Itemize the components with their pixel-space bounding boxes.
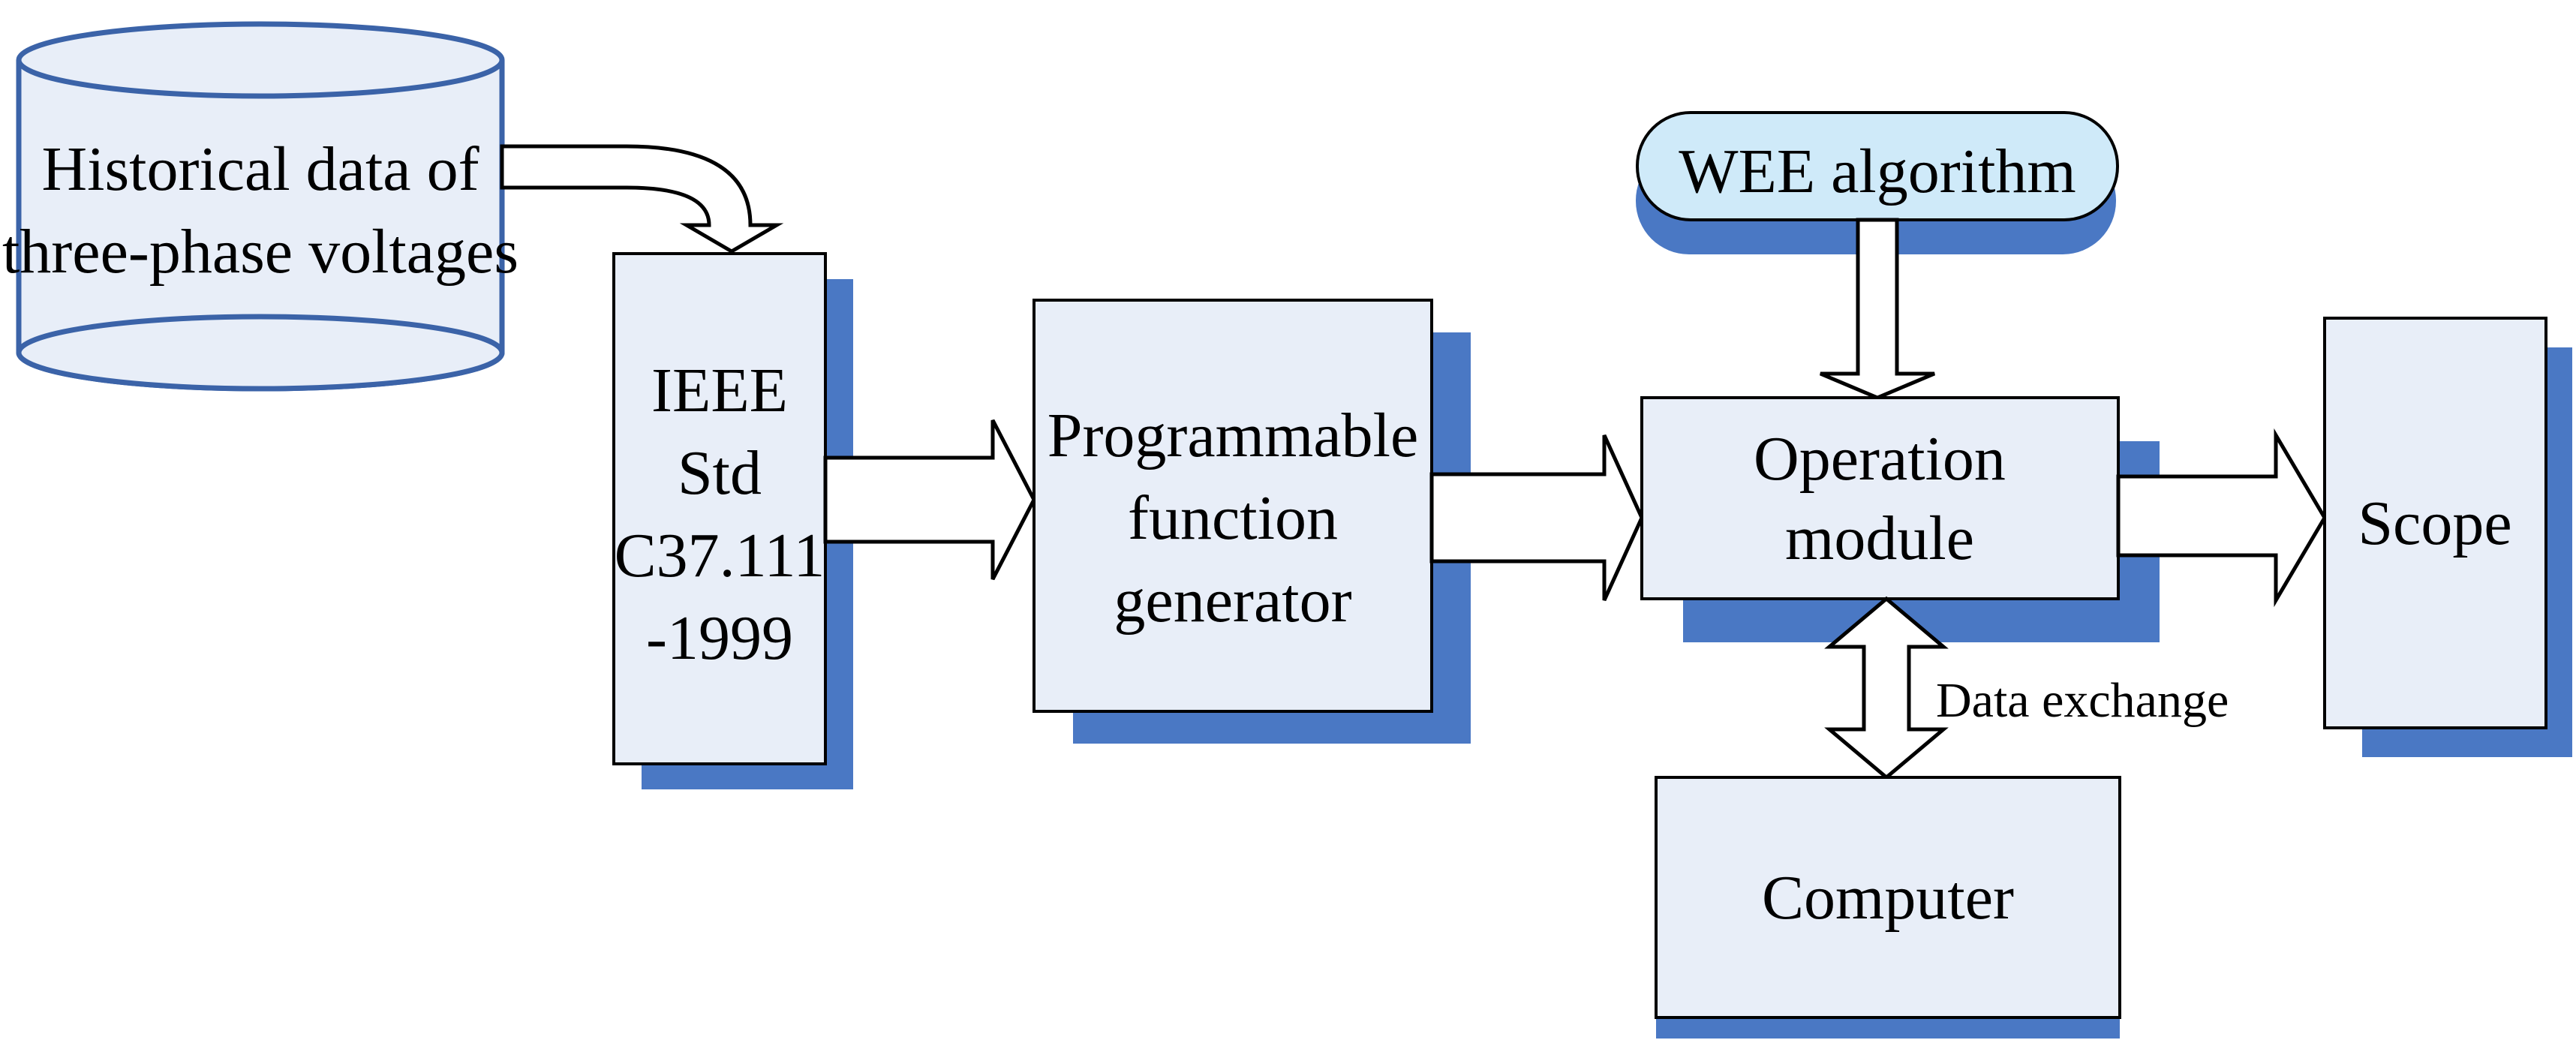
label-line: generator bbox=[1114, 566, 1351, 636]
arrow-operation-to-scope bbox=[2116, 428, 2327, 608]
function-generator-block: Programmable function generator bbox=[1033, 299, 1471, 744]
arrow-generator-to-operation bbox=[1429, 434, 1644, 602]
function-generator-label: Programmable function generator bbox=[1048, 401, 1419, 636]
label-line: Scope bbox=[2358, 488, 2511, 558]
computer-block: Computer bbox=[1655, 776, 2121, 1038]
label-line: three-phase voltages bbox=[2, 217, 519, 287]
wee-algorithm-label: WEE algorithm bbox=[1679, 137, 2076, 206]
label-line: WEE algorithm bbox=[1679, 137, 2076, 206]
label-line: Std bbox=[678, 438, 762, 508]
label-line: Computer bbox=[1762, 863, 2014, 933]
historical-data-cylinder: Historical data of three-phase voltages bbox=[2, 21, 519, 392]
wee-algorithm-block: WEE algorithm bbox=[1636, 111, 2119, 254]
label-line: Programmable bbox=[1048, 401, 1419, 470]
operation-module-label: Operation module bbox=[1754, 424, 2006, 573]
arrow-cylinder-to-ieee bbox=[500, 144, 784, 254]
arrow-wee-to-operation bbox=[1820, 218, 1935, 400]
label-line: function bbox=[1128, 483, 1338, 553]
cylinder-bottom-rim bbox=[16, 314, 505, 392]
computer-label: Computer bbox=[1762, 863, 2014, 933]
label-line: -1999 bbox=[646, 603, 793, 673]
arrow-ieee-to-generator bbox=[823, 419, 1036, 581]
label-line: Operation bbox=[1754, 424, 2006, 494]
label-line: module bbox=[1785, 503, 1974, 573]
ieee-std-box bbox=[612, 252, 827, 765]
data-exchange-label: Data exchange bbox=[1936, 673, 2229, 728]
scope-label: Scope bbox=[2358, 488, 2511, 558]
label-line: IEEE bbox=[651, 356, 788, 425]
cylinder-top bbox=[16, 21, 505, 99]
scope-box bbox=[2323, 317, 2547, 729]
operation-module-box bbox=[1640, 396, 2120, 600]
historical-data-label: Historical data of three-phase voltages bbox=[2, 134, 519, 287]
scope-block: Scope bbox=[2323, 317, 2572, 757]
operation-module-block: Operation module bbox=[1640, 396, 2160, 642]
label-line: Historical data of bbox=[41, 134, 479, 204]
computer-box bbox=[1655, 776, 2121, 1019]
function-generator-box bbox=[1033, 299, 1433, 713]
label-line: C37.111 bbox=[615, 521, 825, 591]
